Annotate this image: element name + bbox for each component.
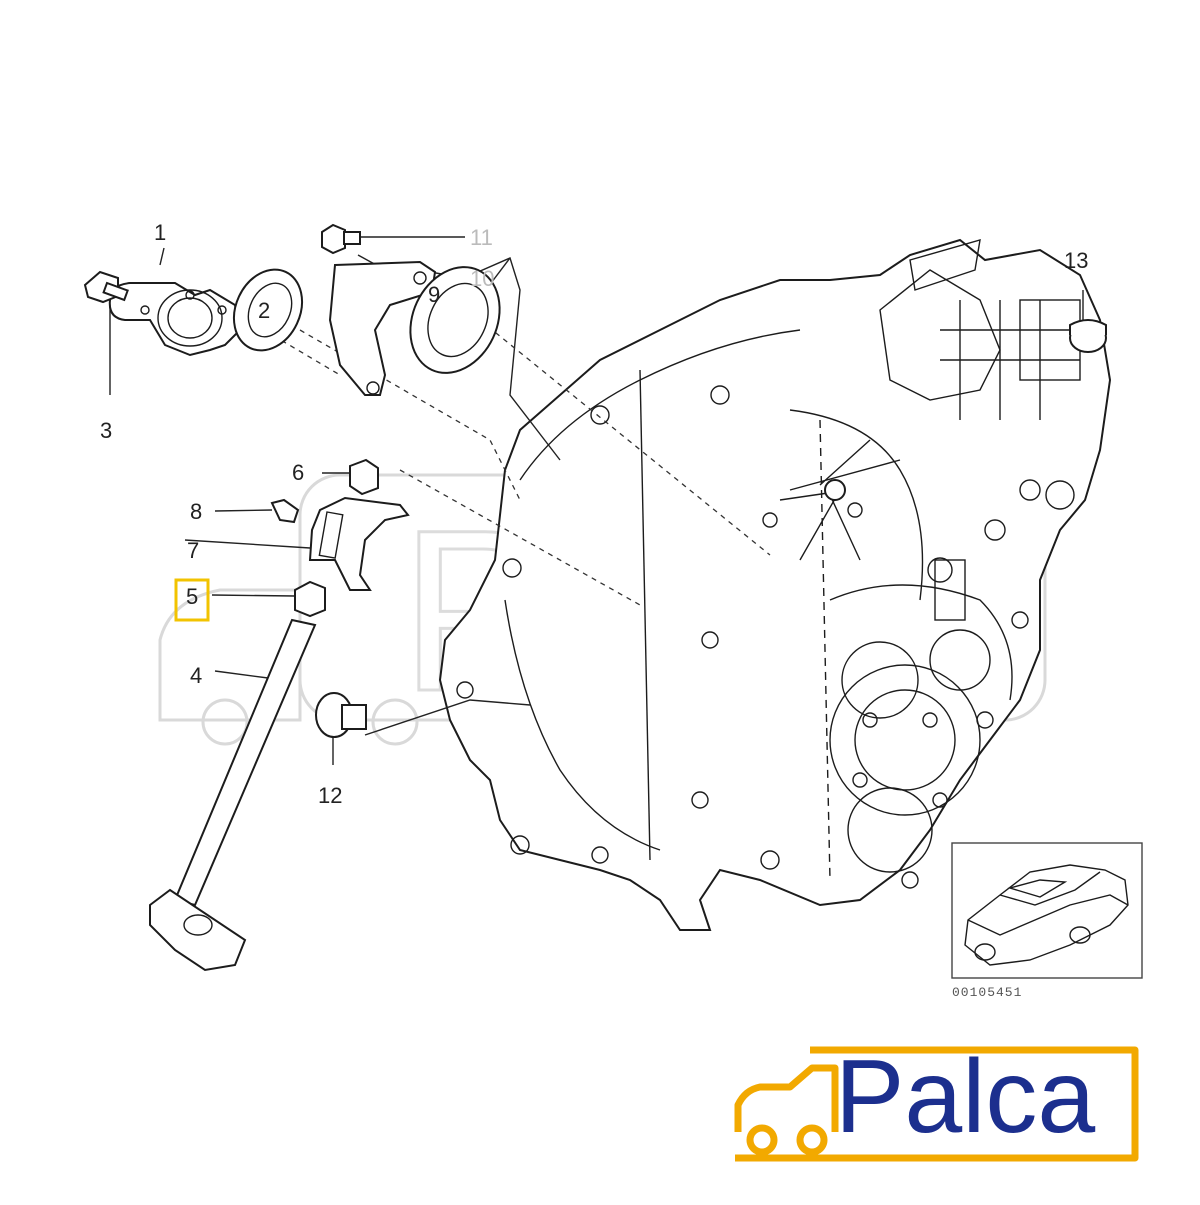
palca-logo: Palca: [734, 1039, 1139, 1162]
callout-2: 2: [258, 298, 270, 323]
callout-labels: 1 2 3 4 5 6 7 8 9 10 11 12 13: [100, 220, 1088, 808]
inset-frame: [951, 842, 1143, 979]
part-bolt-11: [321, 223, 361, 255]
logo-frame: [735, 1046, 1139, 1162]
part-bushing-5: [294, 580, 326, 618]
callout-6: 6: [292, 460, 304, 485]
part-bushing-6: [349, 458, 379, 496]
callout-13: 13: [1064, 248, 1088, 273]
vehicle-inset: 00105451: [951, 842, 1143, 1000]
part-bracket-10: [328, 260, 437, 396]
callout-12: 12: [318, 783, 342, 808]
callout-1: 1: [154, 220, 166, 245]
callout-5: 5: [186, 584, 198, 609]
gearbox-housing: [438, 238, 1112, 931]
part-drain-plug-12: [315, 692, 367, 738]
highlight-box-5: [174, 578, 210, 622]
callout-3: 3: [100, 418, 112, 443]
callout-11: 11: [470, 225, 493, 250]
callout-8: 8: [190, 499, 202, 524]
part-bolt-3: [83, 270, 129, 304]
logo-wordmark: Palca: [835, 1039, 1095, 1155]
part-seal-ring-2: [232, 268, 304, 352]
part-release-bearing-housing: [108, 282, 242, 357]
truck-icon: [734, 1064, 839, 1156]
part-plug-13: [1069, 319, 1107, 353]
part-bolt-8: [270, 498, 300, 524]
reference-code: 00105451: [952, 985, 1022, 1000]
car-icon: [964, 864, 1129, 966]
callout-7: 7: [187, 538, 199, 563]
callout-9: 9: [428, 282, 440, 307]
part-seal-9: [409, 266, 501, 374]
part-shift-fork-7: [308, 496, 410, 591]
part-shift-rod-4: [149, 618, 317, 972]
callout-10: 10: [470, 266, 494, 291]
callout-4: 4: [190, 663, 202, 688]
